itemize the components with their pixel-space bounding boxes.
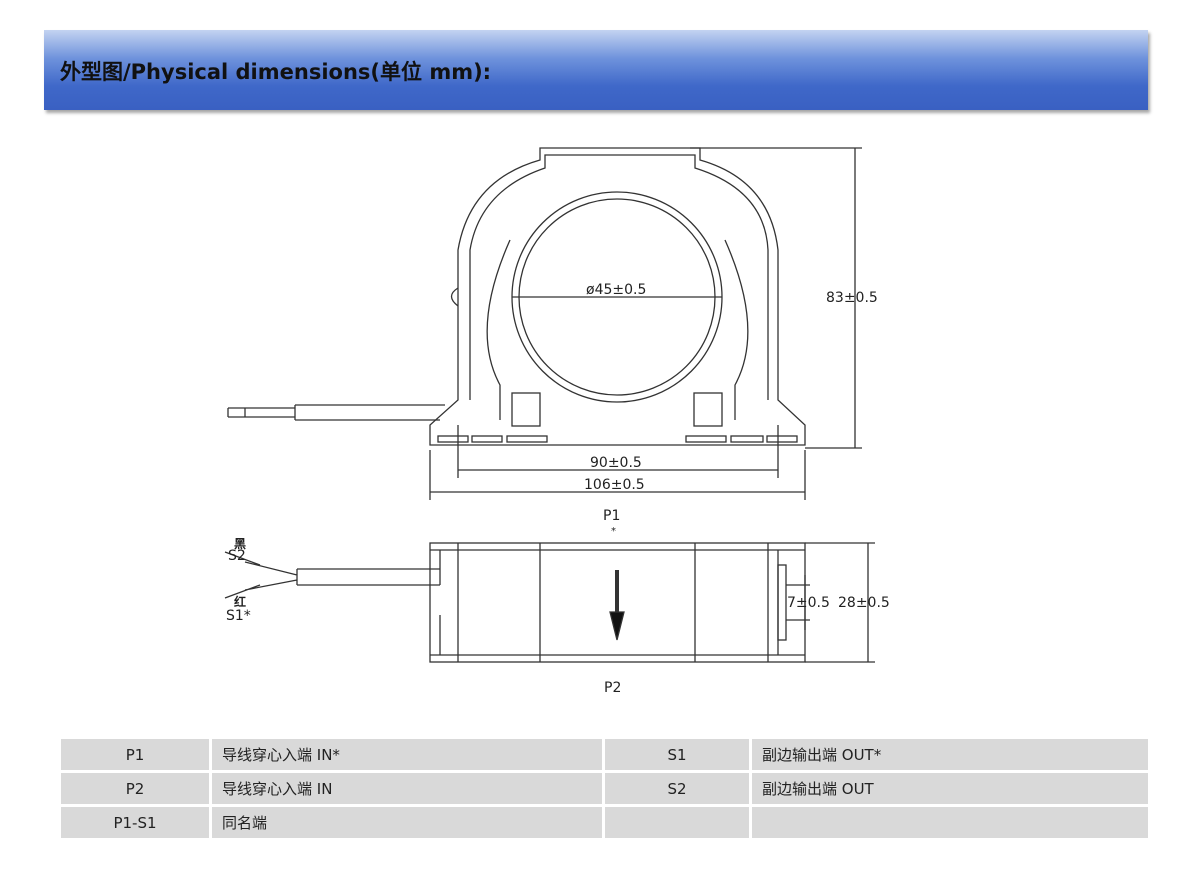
- section-header: 外型图/Physical dimensions(单位 mm):: [44, 30, 1148, 110]
- thickness-label: 28±0.5: [838, 595, 890, 611]
- table-cell: P1: [61, 739, 209, 770]
- table-cell: 同名端: [212, 807, 602, 838]
- side-view: [224, 542, 875, 663]
- table-cell: 副边输出端 OUT*: [752, 739, 1148, 770]
- table-cell: P1-S1: [61, 807, 209, 838]
- table-cell: P2: [61, 773, 209, 804]
- table-cell: [605, 807, 749, 838]
- p1-mark: *: [611, 526, 616, 537]
- s1-label: S1*: [226, 608, 251, 624]
- p2-label: P2: [604, 680, 621, 696]
- table-cell: 导线穿心入端 IN*: [212, 739, 602, 770]
- table-row: P1-S1 同名端: [61, 807, 1148, 838]
- table-cell: S1: [605, 739, 749, 770]
- table-cell: S2: [605, 773, 749, 804]
- table-row: P1 导线穿心入端 IN* S1 副边输出端 OUT*: [61, 739, 1148, 770]
- table-cell: 导线穿心入端 IN: [212, 773, 602, 804]
- section-title: 外型图/Physical dimensions(单位 mm):: [60, 60, 492, 84]
- red-wire-label: 红: [234, 594, 246, 609]
- height-label: 83±0.5: [826, 290, 878, 306]
- table-row: P2 导线穿心入端 IN S2 副边输出端 OUT: [61, 773, 1148, 804]
- black-wire-label: 黑: [234, 537, 246, 551]
- table-cell: 副边输出端 OUT: [752, 773, 1148, 804]
- front-view: [227, 147, 862, 500]
- table-cell: [752, 807, 1148, 838]
- p1-label: P1: [603, 508, 620, 524]
- pin-table: P1 导线穿心入端 IN* S1 副边输出端 OUT* P2 导线穿心入端 IN…: [58, 736, 1151, 841]
- width-label: 106±0.5: [584, 477, 645, 493]
- slot-width-label: 7±0.5: [787, 595, 830, 611]
- s2-label: S2: [228, 548, 246, 564]
- inner-diameter-label: ø45±0.5: [586, 282, 646, 298]
- mount-spacing-label: 90±0.5: [590, 455, 642, 471]
